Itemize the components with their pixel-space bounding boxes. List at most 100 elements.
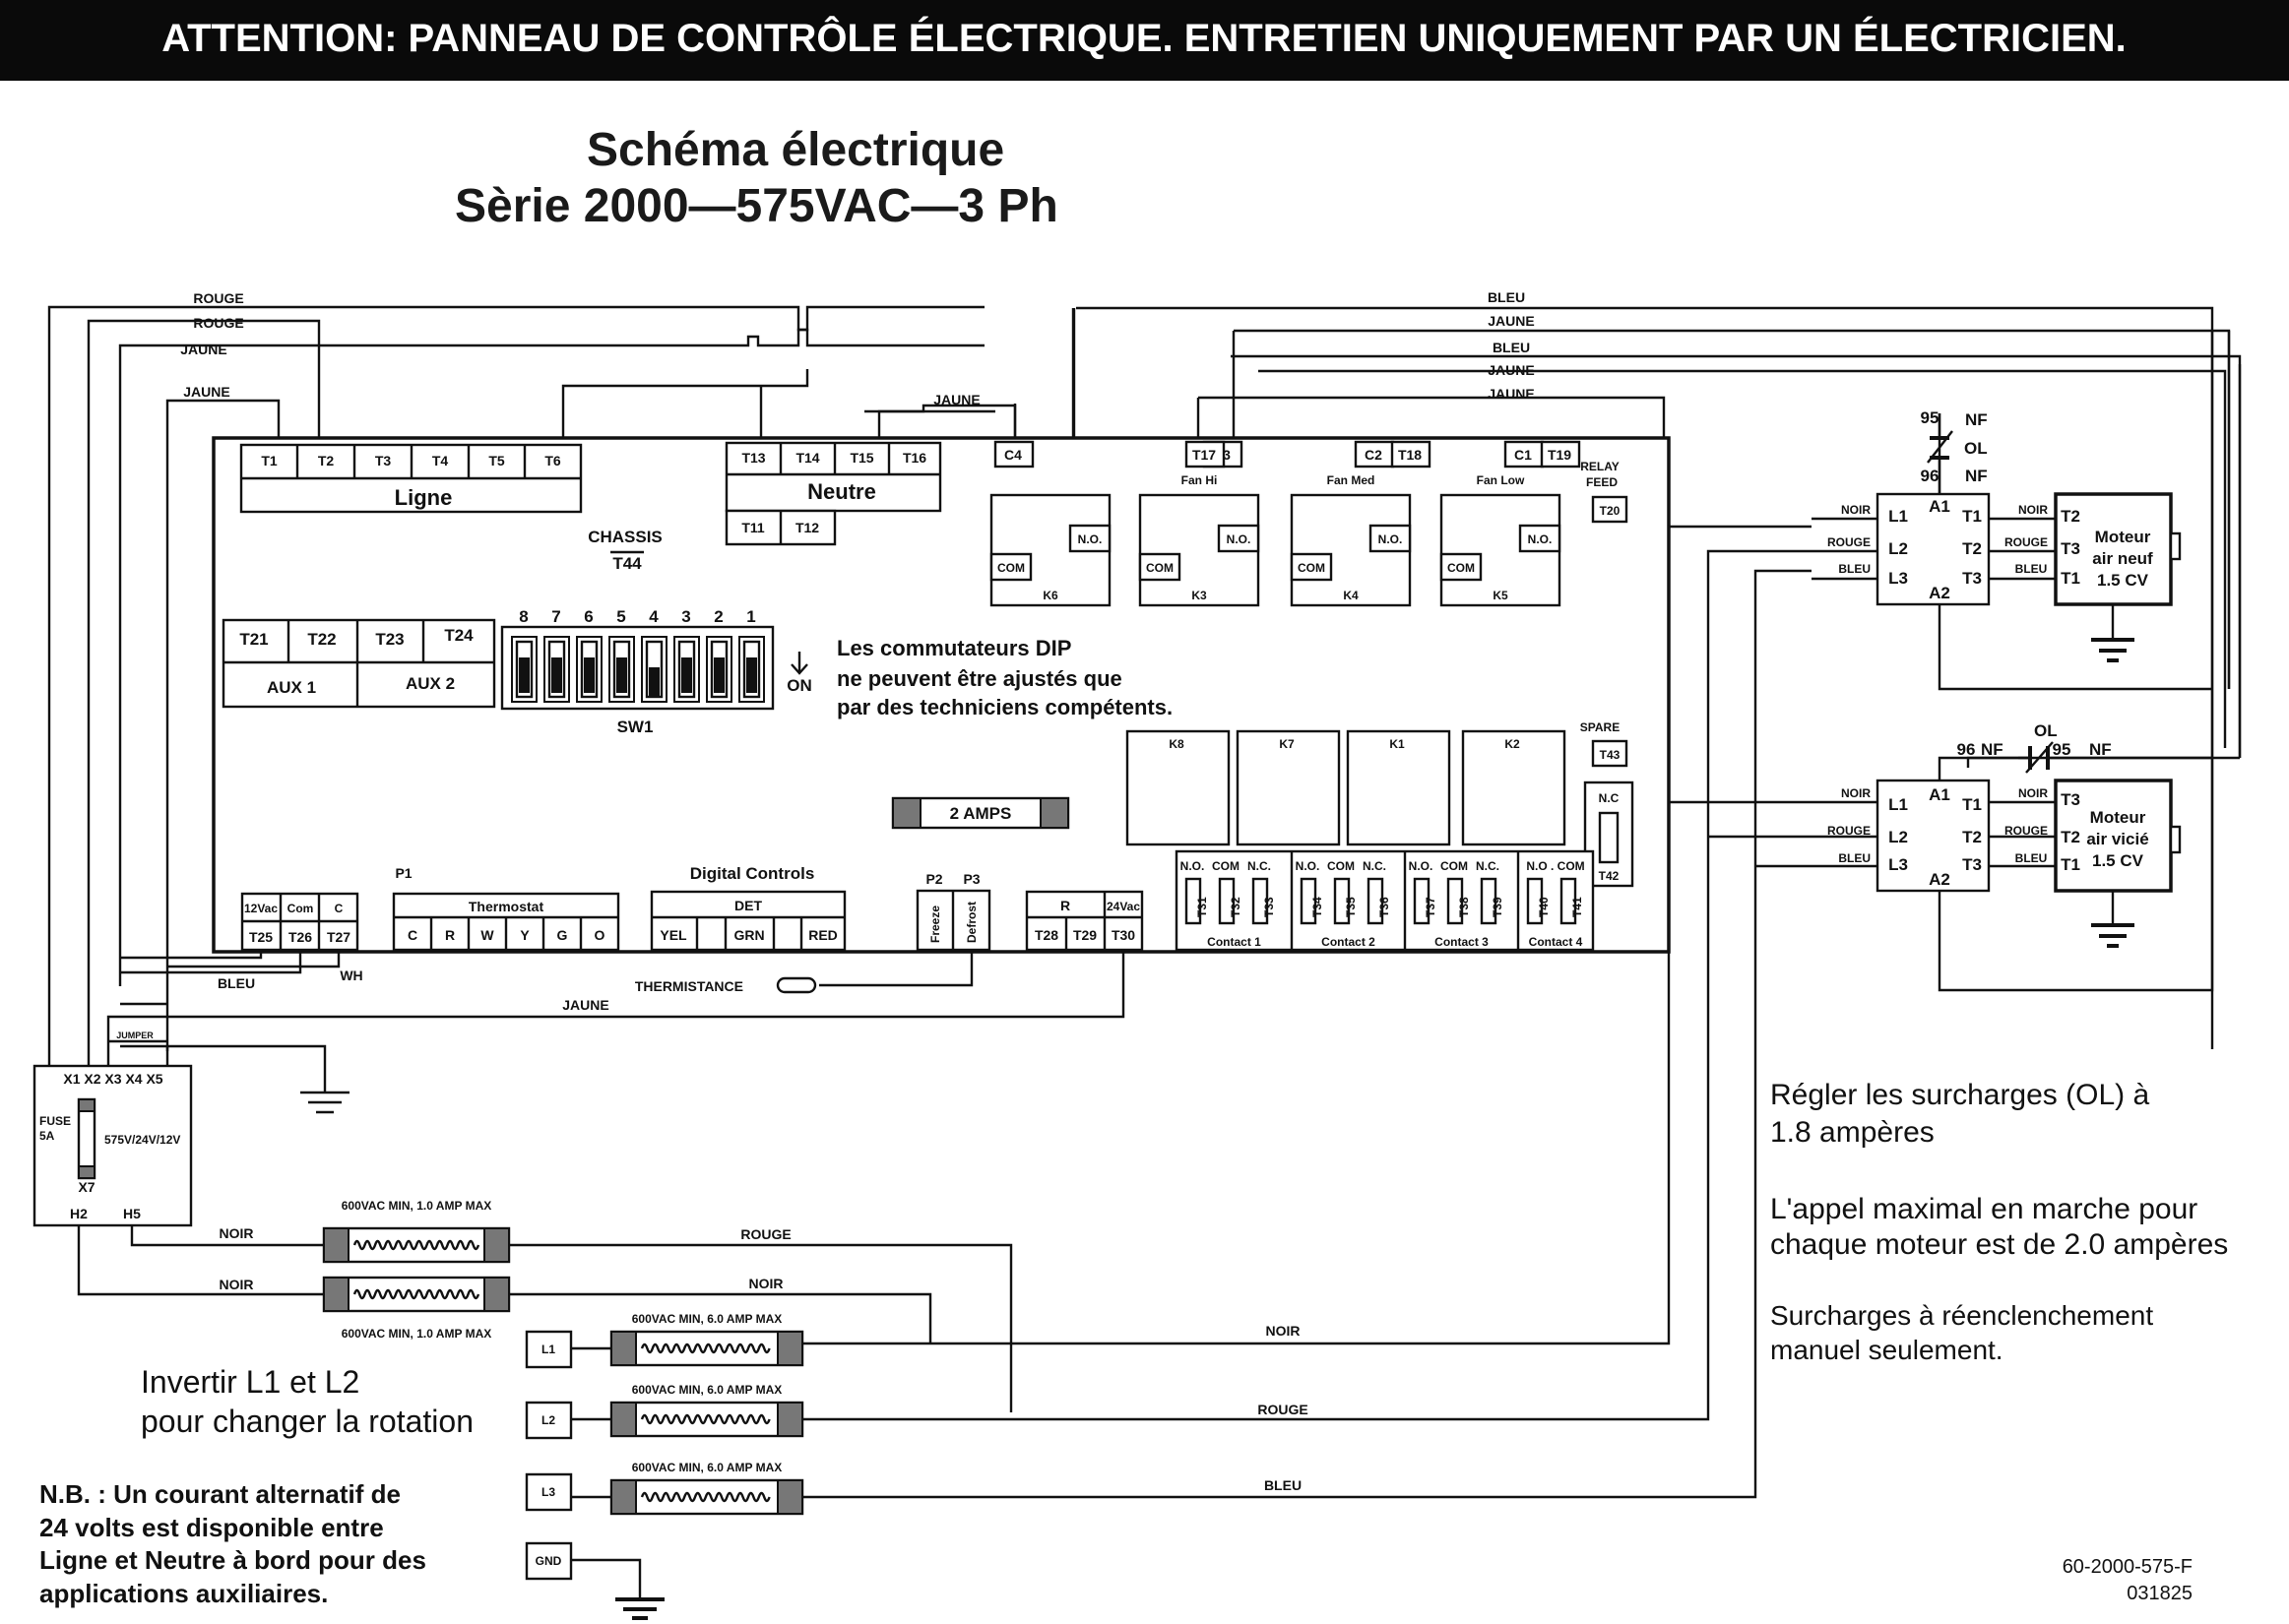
noir-label-h2: NOIR xyxy=(220,1277,254,1292)
c1-l1: L1 xyxy=(1888,507,1908,526)
relay-com-k6: COM xyxy=(997,561,1025,575)
line-box-l3 xyxy=(525,1472,573,1512)
c1-l2: L2 xyxy=(1888,539,1908,558)
relay-label-k6: K6 xyxy=(1043,589,1058,602)
thermostat-pin-r: R xyxy=(445,927,455,943)
relay-com-k4: COM xyxy=(1298,561,1325,575)
p2-freeze: Freeze xyxy=(928,906,942,943)
motor1-name-2: air neuf xyxy=(2092,549,2153,568)
warning-banner-text: ATTENTION: PANNEAU DE CONTRÔLE ÉLECTRIQU… xyxy=(161,15,2127,60)
p3-label: P3 xyxy=(963,871,980,887)
ol2-96: 96 xyxy=(1957,740,1976,759)
contact2-head-1: COM xyxy=(1327,859,1355,873)
c2-t3: T3 xyxy=(1962,855,1982,874)
terminal-t27: T27 xyxy=(327,929,350,945)
large-fuse-1: 600VAC MIN, 6.0 AMP MAX xyxy=(571,1312,804,1367)
big-relay-k1 xyxy=(1346,729,1451,846)
contact-label-3: Contact 3 xyxy=(1434,935,1489,949)
jaune-label-top-2: JAUNE xyxy=(1488,313,1534,329)
noir-label-primary: NOIR xyxy=(749,1276,784,1291)
neutre-terminal-t15: T15 xyxy=(850,450,873,466)
p1-label: P1 xyxy=(395,865,412,881)
c1-noir: NOIR xyxy=(1841,503,1871,517)
p2-label: P2 xyxy=(925,871,942,887)
power-terminals: 12Vac Com C T25 T26 T27 xyxy=(240,892,359,952)
transformer: X1 X2 X3 X4 X5 JUMPER FUSE 5A 575V/24V/1… xyxy=(32,1031,193,1227)
motor1-name-3: 1.5 CV xyxy=(2097,571,2149,590)
dip-number-8: 8 xyxy=(519,607,528,626)
top-wires xyxy=(47,305,2242,1066)
digital-controls-label: Digital Controls xyxy=(690,864,815,883)
r-24vac-label: 24Vac xyxy=(1107,900,1140,913)
c1-out-bleu: BLEU xyxy=(2015,562,2048,576)
c1-a2: A2 xyxy=(1929,584,1950,602)
rouge-label-primary: ROUGE xyxy=(740,1226,791,1242)
ol1-nf-bot: NF xyxy=(1965,467,1988,485)
m2-t3: T3 xyxy=(2061,790,2080,809)
dip-number-6: 6 xyxy=(584,607,593,626)
det-label: DET xyxy=(734,898,762,913)
thermostat-pin-g: G xyxy=(557,927,568,943)
neutre-terminal-t12: T12 xyxy=(795,520,819,535)
relay-c-c1: C1 xyxy=(1514,447,1532,463)
ol2-ol: OL xyxy=(2034,721,2058,740)
dip-number-5: 5 xyxy=(616,607,625,626)
c1-a1: A1 xyxy=(1929,497,1950,516)
note-reset-line2: manuel seulement. xyxy=(1770,1335,2003,1365)
transformer-h2: H2 xyxy=(70,1206,88,1221)
contact-terminal-t40: T40 xyxy=(1537,897,1551,917)
large-fuse-rating-3: 600VAC MIN, 6.0 AMP MAX xyxy=(632,1461,782,1474)
thermostat-pin-y: Y xyxy=(520,927,530,943)
jaune-label-top-3: JAUNE xyxy=(1488,362,1534,378)
nc-label: N.C xyxy=(1599,791,1620,805)
c1-t2: T2 xyxy=(1962,539,1982,558)
neutre-terminal-t13: T13 xyxy=(741,450,765,466)
big-relay-label-k8: K8 xyxy=(1169,737,1184,751)
line-label-l2: L2 xyxy=(541,1413,555,1427)
large-fuses: 600VAC MIN, 6.0 AMP MAX 600VAC MIN, 6.0 A… xyxy=(571,1312,804,1516)
c2-a1: A1 xyxy=(1929,785,1950,804)
contact-terminal-t36: T36 xyxy=(1377,897,1391,917)
big-relay-k8 xyxy=(1125,729,1231,846)
contact-terminal-t33: T33 xyxy=(1262,897,1276,917)
aux-terminal-t24: T24 xyxy=(444,626,474,645)
contact4-head: N.O . COM xyxy=(1526,859,1584,873)
neutre-terminal-t14: T14 xyxy=(795,450,819,466)
motor1-name-1: Moteur xyxy=(2095,528,2151,546)
ol2-nf-left: NF xyxy=(1981,740,2003,759)
jaune-label-top-4: JAUNE xyxy=(1488,386,1534,402)
relay-no-k5: N.O. xyxy=(1528,532,1553,546)
dip-number-2: 2 xyxy=(714,607,723,626)
motor2-name-3: 1.5 CV xyxy=(2092,851,2144,870)
power-label-12vac: 12Vac xyxy=(244,902,278,915)
primary-wires xyxy=(77,1225,1013,1412)
diagram-title: Schéma électrique xyxy=(587,124,1004,176)
c2-noir: NOIR xyxy=(1841,786,1871,800)
c2-l2: L2 xyxy=(1888,828,1908,846)
ligne-label: Ligne xyxy=(395,485,453,510)
ligne-terminal-t2: T2 xyxy=(318,453,335,468)
thermostat-pin-w: W xyxy=(480,927,494,943)
note-nb-line4: applications auxiliaires. xyxy=(39,1579,328,1608)
note-reset-line1: Surcharges à réenclenchement xyxy=(1770,1300,2153,1331)
c2-rouge: ROUGE xyxy=(1827,824,1871,838)
dip-number-3: 3 xyxy=(681,607,690,626)
contact-terminal-t39: T39 xyxy=(1491,897,1504,917)
big-relay-k7 xyxy=(1236,729,1341,846)
aux2-label: AUX 2 xyxy=(406,674,455,693)
relay-com-k3: COM xyxy=(1146,561,1174,575)
ol2-nf-right: NF xyxy=(2089,740,2112,759)
contact1-head-1: COM xyxy=(1212,859,1240,873)
jaune-label-1: JAUNE xyxy=(180,342,226,357)
rouge-label-1: ROUGE xyxy=(193,290,243,306)
c2-t1: T1 xyxy=(1962,795,1982,814)
big-relay-k2 xyxy=(1461,729,1566,846)
jaune-label-2: JAUNE xyxy=(183,384,229,400)
contact-label-1: Contact 1 xyxy=(1207,935,1261,949)
m1-t2: T2 xyxy=(2061,507,2080,526)
m1-t3: T3 xyxy=(2061,539,2080,558)
r-group: R 24Vac T28 T29 T30 xyxy=(1025,890,1144,952)
